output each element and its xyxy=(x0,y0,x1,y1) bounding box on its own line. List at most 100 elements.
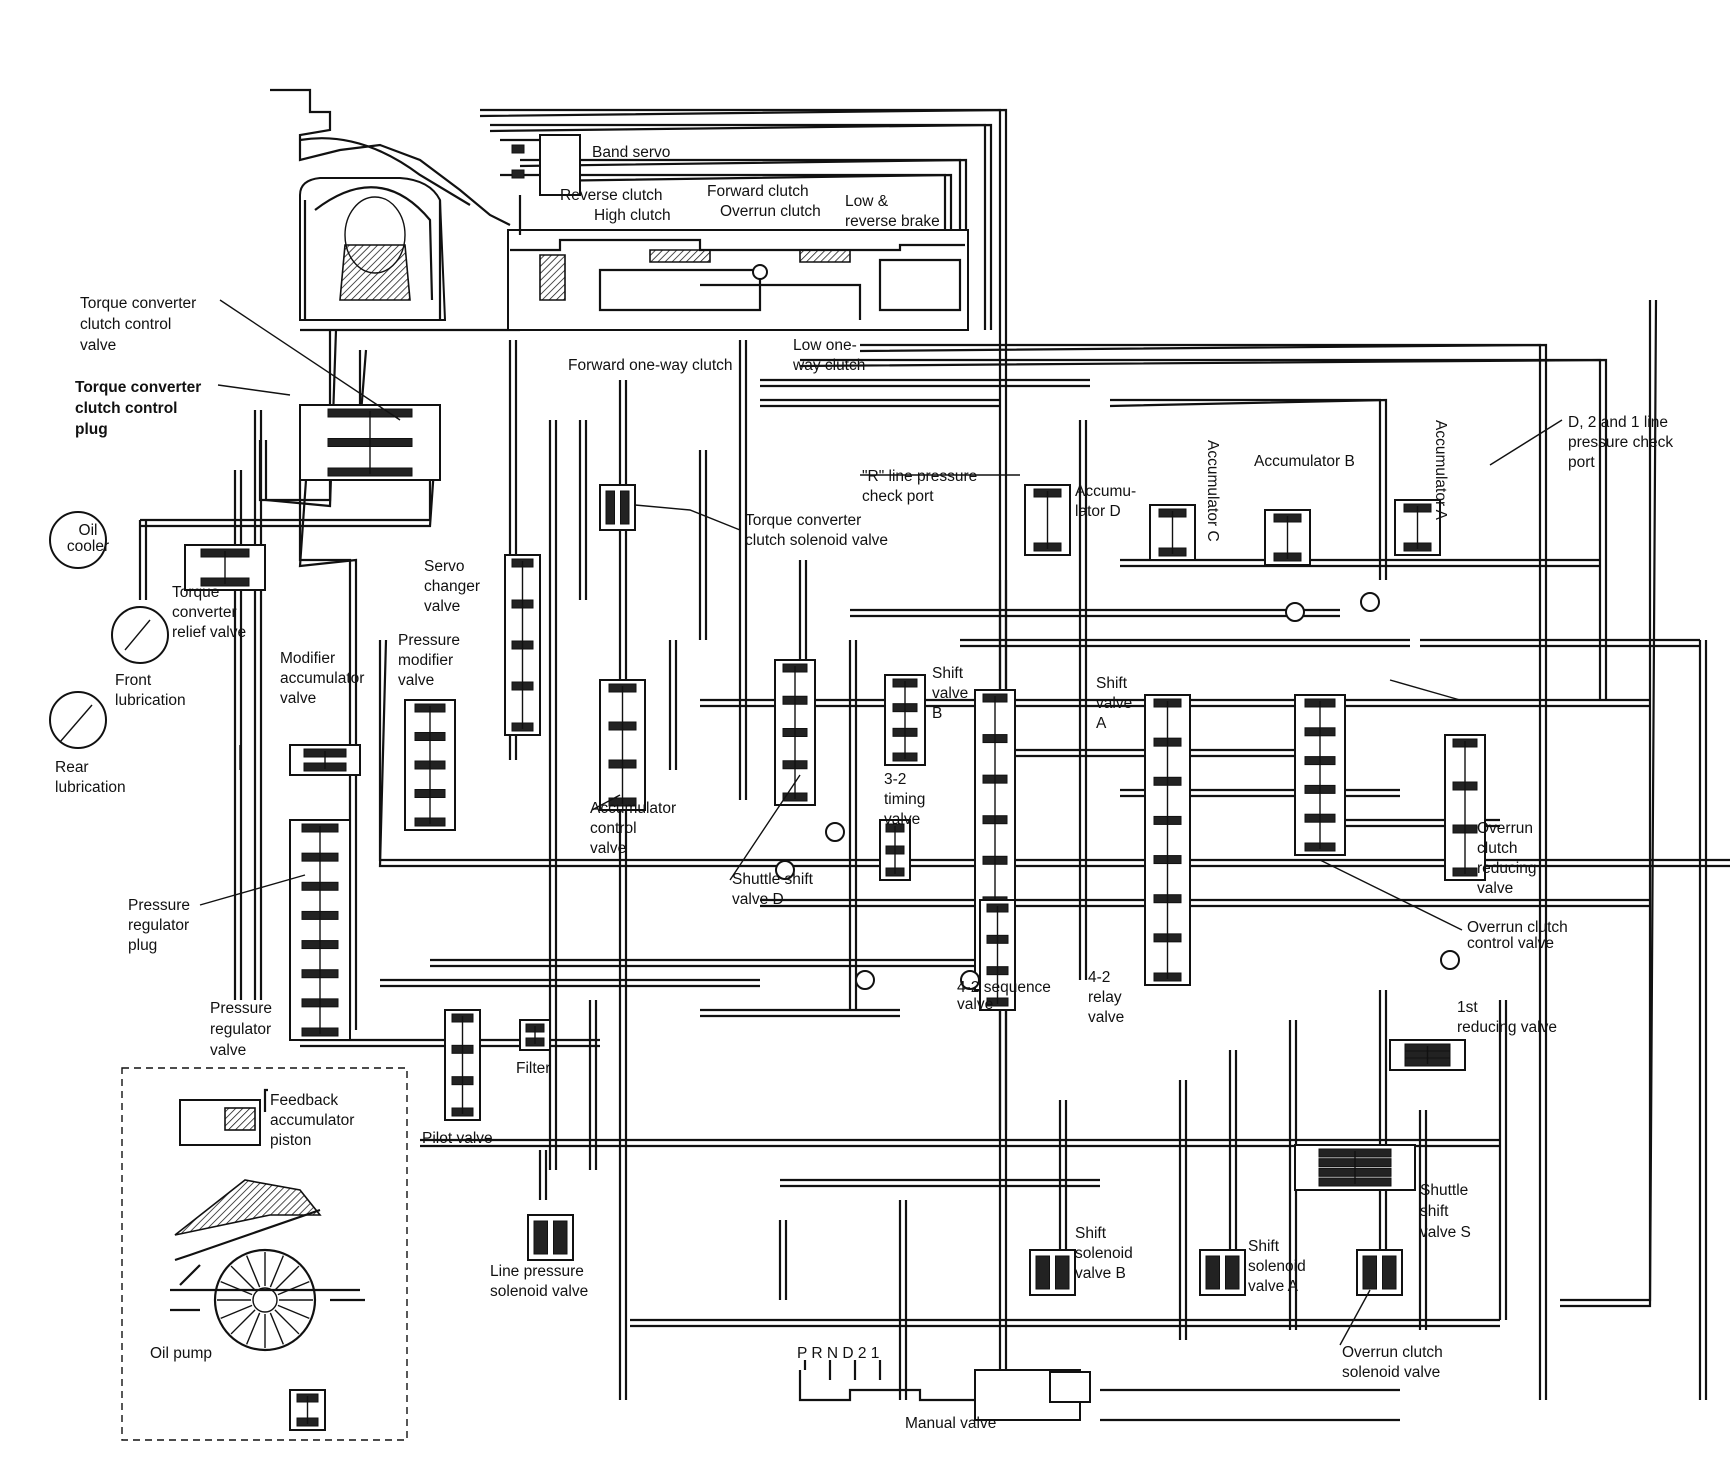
label-pressure-regulator-plug: regulator xyxy=(128,917,189,934)
label-overrun-clutch: Overrun clutch xyxy=(720,203,821,220)
label-shift-valve-a: A xyxy=(1096,715,1107,732)
label-rear-lubrication: Rear xyxy=(55,759,89,776)
leader-lines xyxy=(199,299,1563,1346)
label-tcc-control-plug: Torque converter xyxy=(75,379,201,396)
label-pressure-regulator-valve: Pressure xyxy=(210,1000,272,1017)
label-servo-changer-valve: Servo xyxy=(424,558,465,575)
overrun-clutch-solenoid-valve xyxy=(1356,1249,1403,1296)
label-accumulator-d: Accumu- xyxy=(1075,483,1136,500)
oil-pump xyxy=(121,1067,408,1441)
label-tcc-solenoid-valve: clutch solenoid valve xyxy=(745,532,888,549)
label-relay-valve-42: relay xyxy=(1088,989,1122,1006)
label-pressure-regulator-plug: plug xyxy=(128,937,157,954)
label-manual-valve: Manual valve xyxy=(905,1415,996,1432)
shuttle-shift-valve-d-body xyxy=(774,659,816,806)
front-lubrication-symbol xyxy=(111,606,169,664)
label-shuttle-shift-valve-s: Shuttle xyxy=(1420,1182,1468,1199)
label-sequence-valve-42: 4-2 sequence xyxy=(957,979,1051,996)
label-pressure-modifier-valve: modifier xyxy=(398,652,453,669)
label-shift-solenoid-valve-b: valve B xyxy=(1075,1265,1126,1282)
label-shift-solenoid-valve-b: Shift xyxy=(1075,1225,1107,1242)
check-ball xyxy=(825,822,845,842)
label-tcc-control-valve: Torque converter xyxy=(80,295,196,312)
label-pressure-regulator-valve: regulator xyxy=(210,1021,271,1038)
label-shift-valve-a: valve xyxy=(1096,695,1132,712)
label-modifier-accumulator-valve: accumulator xyxy=(280,670,364,687)
label-r-line-check-port: check port xyxy=(862,488,934,505)
label-accumulator-a: Accumulator A xyxy=(1432,420,1449,521)
timing-valve-32-body xyxy=(879,819,911,881)
accumulator-control-valve-body xyxy=(599,679,646,811)
manual-valve xyxy=(798,1360,1400,1422)
label-tc-relief-valve: relief valve xyxy=(172,624,246,641)
shift-valve-b-body xyxy=(884,674,926,766)
label-shift-valve-b: B xyxy=(932,705,942,722)
rear-lubrication-symbol xyxy=(49,691,107,749)
valve-bodies xyxy=(184,404,1486,1431)
label-reverse-clutch: Reverse clutch xyxy=(560,187,663,204)
check-ball xyxy=(855,970,875,990)
label-overrun-clutch-reducing-valve: clutch xyxy=(1477,840,1518,857)
label-low-reverse-brake: reverse brake xyxy=(845,213,940,230)
label-shuttle-shift-valve-s: valve S xyxy=(1420,1224,1471,1241)
label-d21-check-port: port xyxy=(1568,454,1595,471)
label-tc-relief-valve: converter xyxy=(172,604,237,621)
label-relay-valve-42: 4-2 xyxy=(1088,969,1110,986)
label-shift-solenoid-valve-a: Shift xyxy=(1248,1238,1280,1255)
label-shift-solenoid-valve-a: valve A xyxy=(1248,1278,1299,1295)
label-overrun-clutch-control-valve: control valve xyxy=(1467,935,1554,952)
label-accumulator-d: lator D xyxy=(1075,503,1121,520)
label-high-clutch: High clutch xyxy=(594,207,671,224)
accumulator-d-body xyxy=(1024,484,1071,556)
label-shift-valve-b: Shift xyxy=(932,665,964,682)
accumulator-b-body xyxy=(1264,509,1311,566)
label-overrun-clutch-solenoid-valve: solenoid valve xyxy=(1342,1364,1440,1381)
label-prnd21: P R N D 2 1 xyxy=(797,1345,879,1362)
label-tcc-control-plug: plug xyxy=(75,421,108,438)
label-shuttle-shift-valve-d: valve D xyxy=(732,891,784,908)
label-overrun-clutch-reducing-valve: valve xyxy=(1477,880,1513,897)
label-feedback-accumulator-piston: piston xyxy=(270,1132,311,1149)
label-accumulator-b: Accumulator B xyxy=(1254,453,1355,470)
label-overrun-clutch-control-valve: Overrun clutch xyxy=(1467,919,1568,936)
filter-body xyxy=(519,1019,551,1051)
sequence-valve-42-body xyxy=(979,899,1016,1011)
label-tcc-solenoid-valve: Torque converter xyxy=(745,512,861,529)
pressure-modifier-valve-body xyxy=(404,699,456,831)
label-accumulator-c: Accumulator C xyxy=(1204,440,1221,542)
check-ball xyxy=(775,860,795,880)
servo-changer-valve-body xyxy=(504,554,541,736)
overrun-reducing-valve-body xyxy=(1444,734,1486,881)
label-accumulator-control-valve: valve xyxy=(590,840,626,857)
shuttle-shift-valve-s-body xyxy=(1294,1144,1416,1191)
label-oil-cooler: Oil xyxy=(79,522,98,539)
label-overrun-clutch-solenoid-valve: Overrun clutch xyxy=(1342,1344,1443,1361)
solenoid-valves xyxy=(527,484,1403,1296)
modifier-accumulator-valve-body xyxy=(289,744,361,776)
label-front-lubrication: lubrication xyxy=(115,692,186,709)
label-first-reducing-valve: reducing valve xyxy=(1457,1019,1557,1036)
check-ball xyxy=(1440,950,1460,970)
label-feedback-accumulator-piston: Feedback xyxy=(270,1092,338,1109)
label-rear-lubrication: lubrication xyxy=(55,779,126,796)
label-accumulator-control-valve: Accumulator xyxy=(590,800,676,817)
label-timing-valve-32: 3-2 xyxy=(884,771,906,788)
label-line-pressure-solenoid-valve: Line pressure xyxy=(490,1263,584,1280)
label-feedback-accumulator-piston: accumulator xyxy=(270,1112,354,1129)
oil-cooler-symbol xyxy=(49,511,107,569)
label-first-reducing-valve: 1st xyxy=(1457,999,1478,1016)
label-low-one-way-clutch: Low one- xyxy=(793,337,857,354)
label-forward-clutch: Forward clutch xyxy=(707,183,809,200)
check-ball xyxy=(1285,602,1305,622)
label-overrun-clutch-reducing-valve: Overrun xyxy=(1477,820,1533,837)
check-ball xyxy=(960,970,980,990)
tc-relief-valve-body xyxy=(184,544,266,591)
label-servo-changer-valve: valve xyxy=(424,598,460,615)
label-relay-valve-42: valve xyxy=(1088,1009,1124,1026)
label-tcc-control-valve: clutch control xyxy=(80,316,171,333)
label-shuttle-shift-valve-s: shift xyxy=(1420,1203,1449,1220)
label-modifier-accumulator-valve: Modifier xyxy=(280,650,335,667)
tcc-control-valve-body xyxy=(299,404,441,481)
shift-solenoid-valve-a xyxy=(1199,1249,1246,1296)
